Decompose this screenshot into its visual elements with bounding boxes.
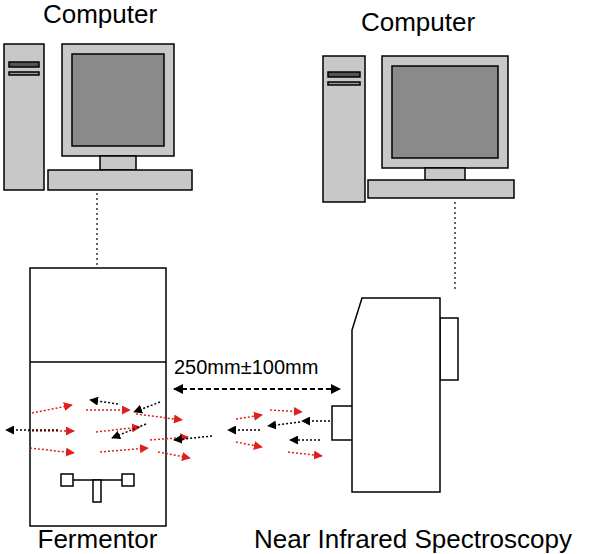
dimension-arrow bbox=[174, 388, 340, 390]
node-title: Near Infrared Spectroscopy bbox=[232, 525, 594, 554]
node-title: Computer bbox=[0, 0, 200, 29]
nir-device-node: Near Infrared Spectroscopy bbox=[232, 292, 594, 554]
dimension-label: 250mm±100mm bbox=[172, 356, 320, 378]
light-rays bbox=[6, 400, 330, 458]
computer-left bbox=[4, 44, 192, 190]
node-title: Computer bbox=[318, 8, 518, 37]
nir-device bbox=[332, 298, 458, 492]
fermentor-vessel bbox=[30, 268, 166, 526]
computer-node: Computer bbox=[0, 0, 200, 193]
node-title: Fermentor bbox=[25, 525, 170, 554]
computer-right bbox=[323, 56, 514, 202]
fermentor-node: Fermentor bbox=[25, 268, 170, 554]
cable-link bbox=[96, 193, 98, 268]
computer-node: Computer bbox=[318, 8, 518, 202]
cable-link bbox=[454, 202, 456, 292]
